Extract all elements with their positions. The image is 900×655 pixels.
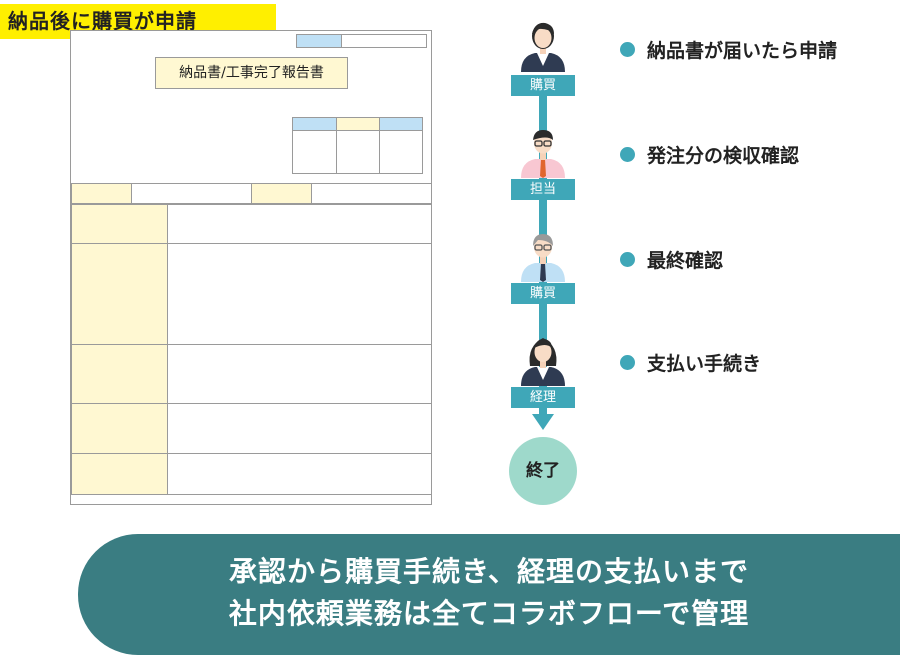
banner-line-1: 承認から購買手続き、経理の支払いまで [228,555,750,588]
step-description: 発注分の検収確認 [620,143,799,169]
stamp-header-cell [292,117,337,131]
table-row-label [71,344,168,404]
banner-line-2: 社内依頼業務は全てコラボフローで管理 [228,597,750,630]
form-header-cell [296,34,342,48]
table-row-value [167,243,432,345]
senior-purchaser-icon [521,234,565,282]
table-row-value [167,403,432,454]
form-value-cell [131,183,252,204]
bullet-dot-icon [620,147,635,162]
form-label-cell [71,183,132,204]
stamp-box [379,130,423,174]
male-staff-icon [521,130,565,178]
stamp-header-cell [379,117,423,131]
step-description: 納品書が届いたら申請 [620,38,837,64]
step-description: 支払い手続き [620,351,761,377]
role-label: 購買 [511,75,575,96]
role-label: 担当 [511,179,575,200]
document-title: 納品書/工事完了報告書 [155,57,348,89]
table-row-value [167,204,432,244]
stamp-header-cell [336,117,380,131]
table-row-label [71,453,168,495]
role-label: 経理 [511,387,575,408]
table-row-label [71,403,168,454]
table-row-label [71,243,168,345]
form-label-cell [251,183,312,204]
table-row-value [167,344,432,404]
stamp-box [292,130,337,174]
table-row-value [167,453,432,495]
female-accountant-icon [521,338,565,386]
bullet-dot-icon [620,252,635,267]
bullet-dot-icon [620,42,635,57]
role-label: 購買 [511,283,575,304]
arrow-down-icon [532,414,554,430]
bullet-dot-icon [620,355,635,370]
stamp-box [336,130,380,174]
form-header-cell [341,34,427,48]
end-node: 終了 [509,437,577,505]
female-purchaser-icon [521,22,565,72]
table-row-label [71,204,168,244]
summary-banner: 承認から購買手続き、経理の支払いまで 社内依頼業務は全てコラボフローで管理 [78,534,900,655]
form-value-cell [311,183,432,204]
step-description: 最終確認 [620,248,723,274]
